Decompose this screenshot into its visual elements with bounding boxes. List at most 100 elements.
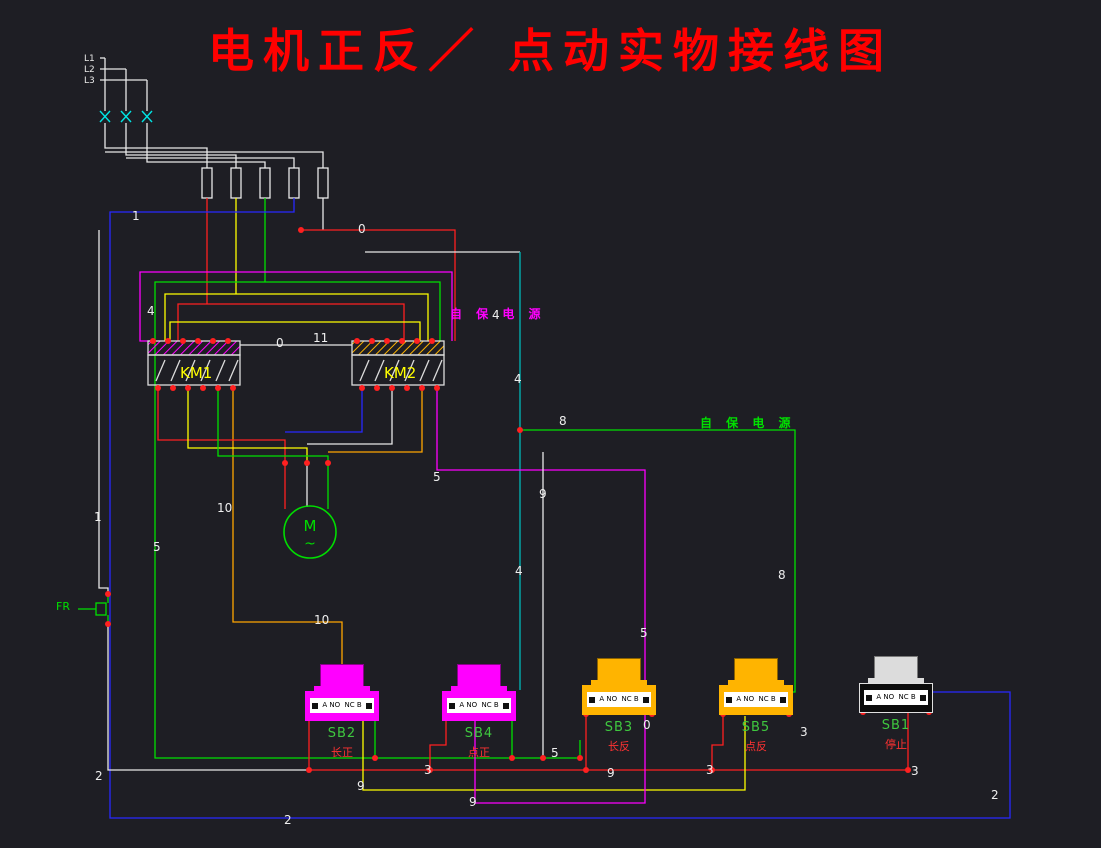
wire-number-label: 9 (539, 487, 547, 501)
terminal-screw-left (589, 696, 595, 703)
motor-tilde: ~ (304, 536, 316, 552)
button-caption: 长正 (331, 746, 353, 759)
button-cap[interactable] (597, 658, 641, 681)
wire-number-label: 8 (778, 568, 786, 582)
wire-number-label: 9 (607, 766, 615, 780)
button-cap[interactable] (874, 656, 918, 679)
button-caption: 长反 (608, 740, 630, 753)
terminal-label-right: NC B (344, 701, 362, 709)
incoming-phase-lines (100, 57, 324, 168)
button-id-label: SB1 (881, 718, 911, 733)
wire-number-label: 4 (515, 564, 523, 578)
motor-leads-km1 (157, 388, 329, 463)
wire-blue-loop (109, 198, 1011, 819)
button-id-label: SB2 (327, 726, 357, 741)
button-flange (314, 686, 370, 691)
button-cap[interactable] (320, 664, 364, 687)
control-bus-nest (139, 271, 580, 759)
wire-number-label: 3 (800, 725, 808, 739)
wire-number-label: 0 (643, 718, 651, 732)
thermal-relay-fr[interactable] (78, 594, 109, 624)
motor-leads-km2 (285, 388, 423, 453)
terminal-screw-left (866, 694, 872, 701)
km1-label: KM1 (180, 364, 212, 382)
button-cap[interactable] (734, 658, 778, 681)
wire-number-label: 3 (911, 764, 919, 778)
terminal-screw-left (726, 696, 732, 703)
wire-number-label: 4 (492, 308, 500, 322)
button-flange (591, 680, 647, 685)
self-hold-supply-label: 自 保 电 源 (700, 416, 796, 430)
terminal-screw-right (780, 696, 786, 703)
contactor-km1[interactable]: KM1 (147, 340, 241, 386)
button-cap[interactable] (457, 664, 501, 687)
self-hold-supply-label: 自 保 电 源 (450, 307, 546, 321)
terminal-label-left: A NO (599, 695, 618, 703)
wire-yellow-9 (362, 716, 746, 791)
wire-number-label: 2 (95, 769, 103, 783)
fuse-drop-wires (206, 198, 324, 304)
terminal-label-right: NC B (758, 695, 776, 703)
terminal-screw-left (312, 702, 318, 709)
terminal-screw-right (920, 694, 926, 701)
terminal-label-left: A NO (322, 701, 341, 709)
wire-white-fr-out (107, 624, 309, 771)
fuse-bank[interactable] (201, 167, 329, 199)
phase-label-l3: L3 (84, 76, 95, 86)
wire-number-label: 10 (217, 501, 233, 515)
fr-label: FR (56, 600, 70, 613)
terminal-screw-left (449, 702, 455, 709)
terminal-label-right: NC B (621, 695, 639, 703)
button-id-label: SB4 (464, 726, 494, 741)
wire-number-label: 1 (132, 209, 140, 223)
wire-magenta-5 (436, 388, 646, 804)
wire-number-label: 8 (559, 414, 567, 428)
motor-stems (284, 463, 329, 509)
motor[interactable]: M ~ (283, 505, 337, 559)
terminal-screw-right (503, 702, 509, 709)
button-caption: 停止 (885, 738, 907, 751)
button-id-label: SB5 (741, 720, 771, 735)
phase-label-l1: L1 (84, 54, 95, 64)
wire-white-1 (98, 230, 109, 594)
button-id-label: SB3 (604, 720, 634, 735)
wire-red-bottom-bus (308, 712, 909, 771)
wire-number-label: 5 (433, 470, 441, 484)
wire-number-label: 10 (314, 613, 330, 627)
terminal-label-right: NC B (898, 693, 916, 701)
phase-label-l2: L2 (84, 65, 95, 75)
wire-number-label: 4 (514, 372, 522, 386)
terminal-label-right: NC B (481, 701, 499, 709)
wire-number-label: 9 (469, 795, 477, 809)
drawing-title: 电机正反／ 点动实物接线图 (208, 24, 894, 78)
contactor-km2[interactable]: KM2 (351, 340, 445, 386)
wire-number-label: 3 (424, 763, 432, 777)
wire-red-0 (301, 229, 456, 341)
terminal-screw-right (366, 702, 372, 709)
wire-number-label: 9 (357, 779, 365, 793)
wire-number-label: 4 (147, 304, 155, 318)
wire-number-label: 2 (284, 813, 292, 827)
terminal-screw-right (643, 696, 649, 703)
km2-label: KM2 (384, 364, 416, 382)
button-flange (451, 686, 507, 691)
button-flange (728, 680, 784, 685)
wire-number-label: 5 (153, 540, 161, 554)
terminal-label-left: A NO (876, 693, 895, 701)
wire-orange-10 (232, 388, 343, 666)
motor-letter: M (304, 517, 317, 535)
